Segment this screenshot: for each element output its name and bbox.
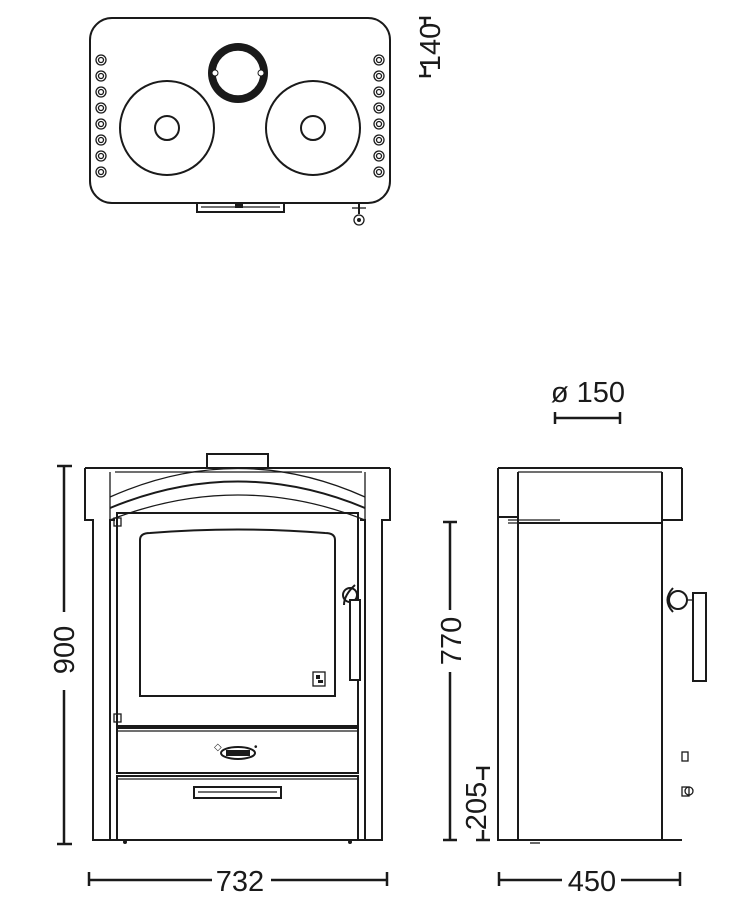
left-side-panel: [84, 468, 115, 841]
side-front-panel: [497, 516, 519, 841]
left-vent-holes: [95, 54, 107, 178]
dimension-732-label: 732: [216, 866, 264, 898]
dimension-150: [553, 412, 622, 424]
right-side-panel: [360, 468, 391, 841]
side-handle: [692, 592, 707, 682]
dimension-450: [497, 872, 682, 886]
front-flue-spigot: [206, 453, 269, 469]
dimension-900: [57, 464, 72, 846]
fire-door: [116, 512, 359, 727]
top-view: [89, 17, 391, 226]
front-view: ◇ •: [84, 453, 391, 844]
left-hotplate: [119, 80, 215, 176]
front-arch: [109, 480, 366, 509]
right-vent-holes: [373, 54, 385, 178]
left-hotplate-center: [154, 115, 180, 141]
right-hotplate-center: [300, 115, 326, 141]
dimension-140-label: 140: [415, 23, 447, 71]
dimension-450-label: 450: [568, 866, 616, 898]
dimension-140: [419, 16, 431, 78]
svg-text:•: •: [254, 742, 258, 753]
air-control-icon: [312, 671, 326, 687]
flue-opening: [214, 49, 262, 97]
ash-drawer-handle: [193, 786, 282, 799]
right-hotplate: [265, 80, 361, 176]
dimension-900-label: 900: [49, 626, 81, 674]
air-regulator: [220, 746, 256, 760]
dimension-205: [476, 766, 490, 842]
side-view: [497, 467, 707, 844]
dimension-770: [443, 520, 457, 842]
dimension-150-label: ø 150: [551, 377, 625, 409]
dimension-732: [87, 872, 389, 886]
ash-drawer: [116, 775, 359, 841]
svg-text:◇: ◇: [214, 742, 222, 753]
dimension-205-label: 205: [461, 782, 493, 830]
top-view-knob: [353, 214, 365, 226]
dimension-770-label: 770: [436, 617, 468, 665]
door-glass: [139, 528, 336, 697]
side-body: [517, 522, 663, 841]
air-control-panel: [116, 727, 359, 774]
door-handle: [349, 599, 361, 681]
